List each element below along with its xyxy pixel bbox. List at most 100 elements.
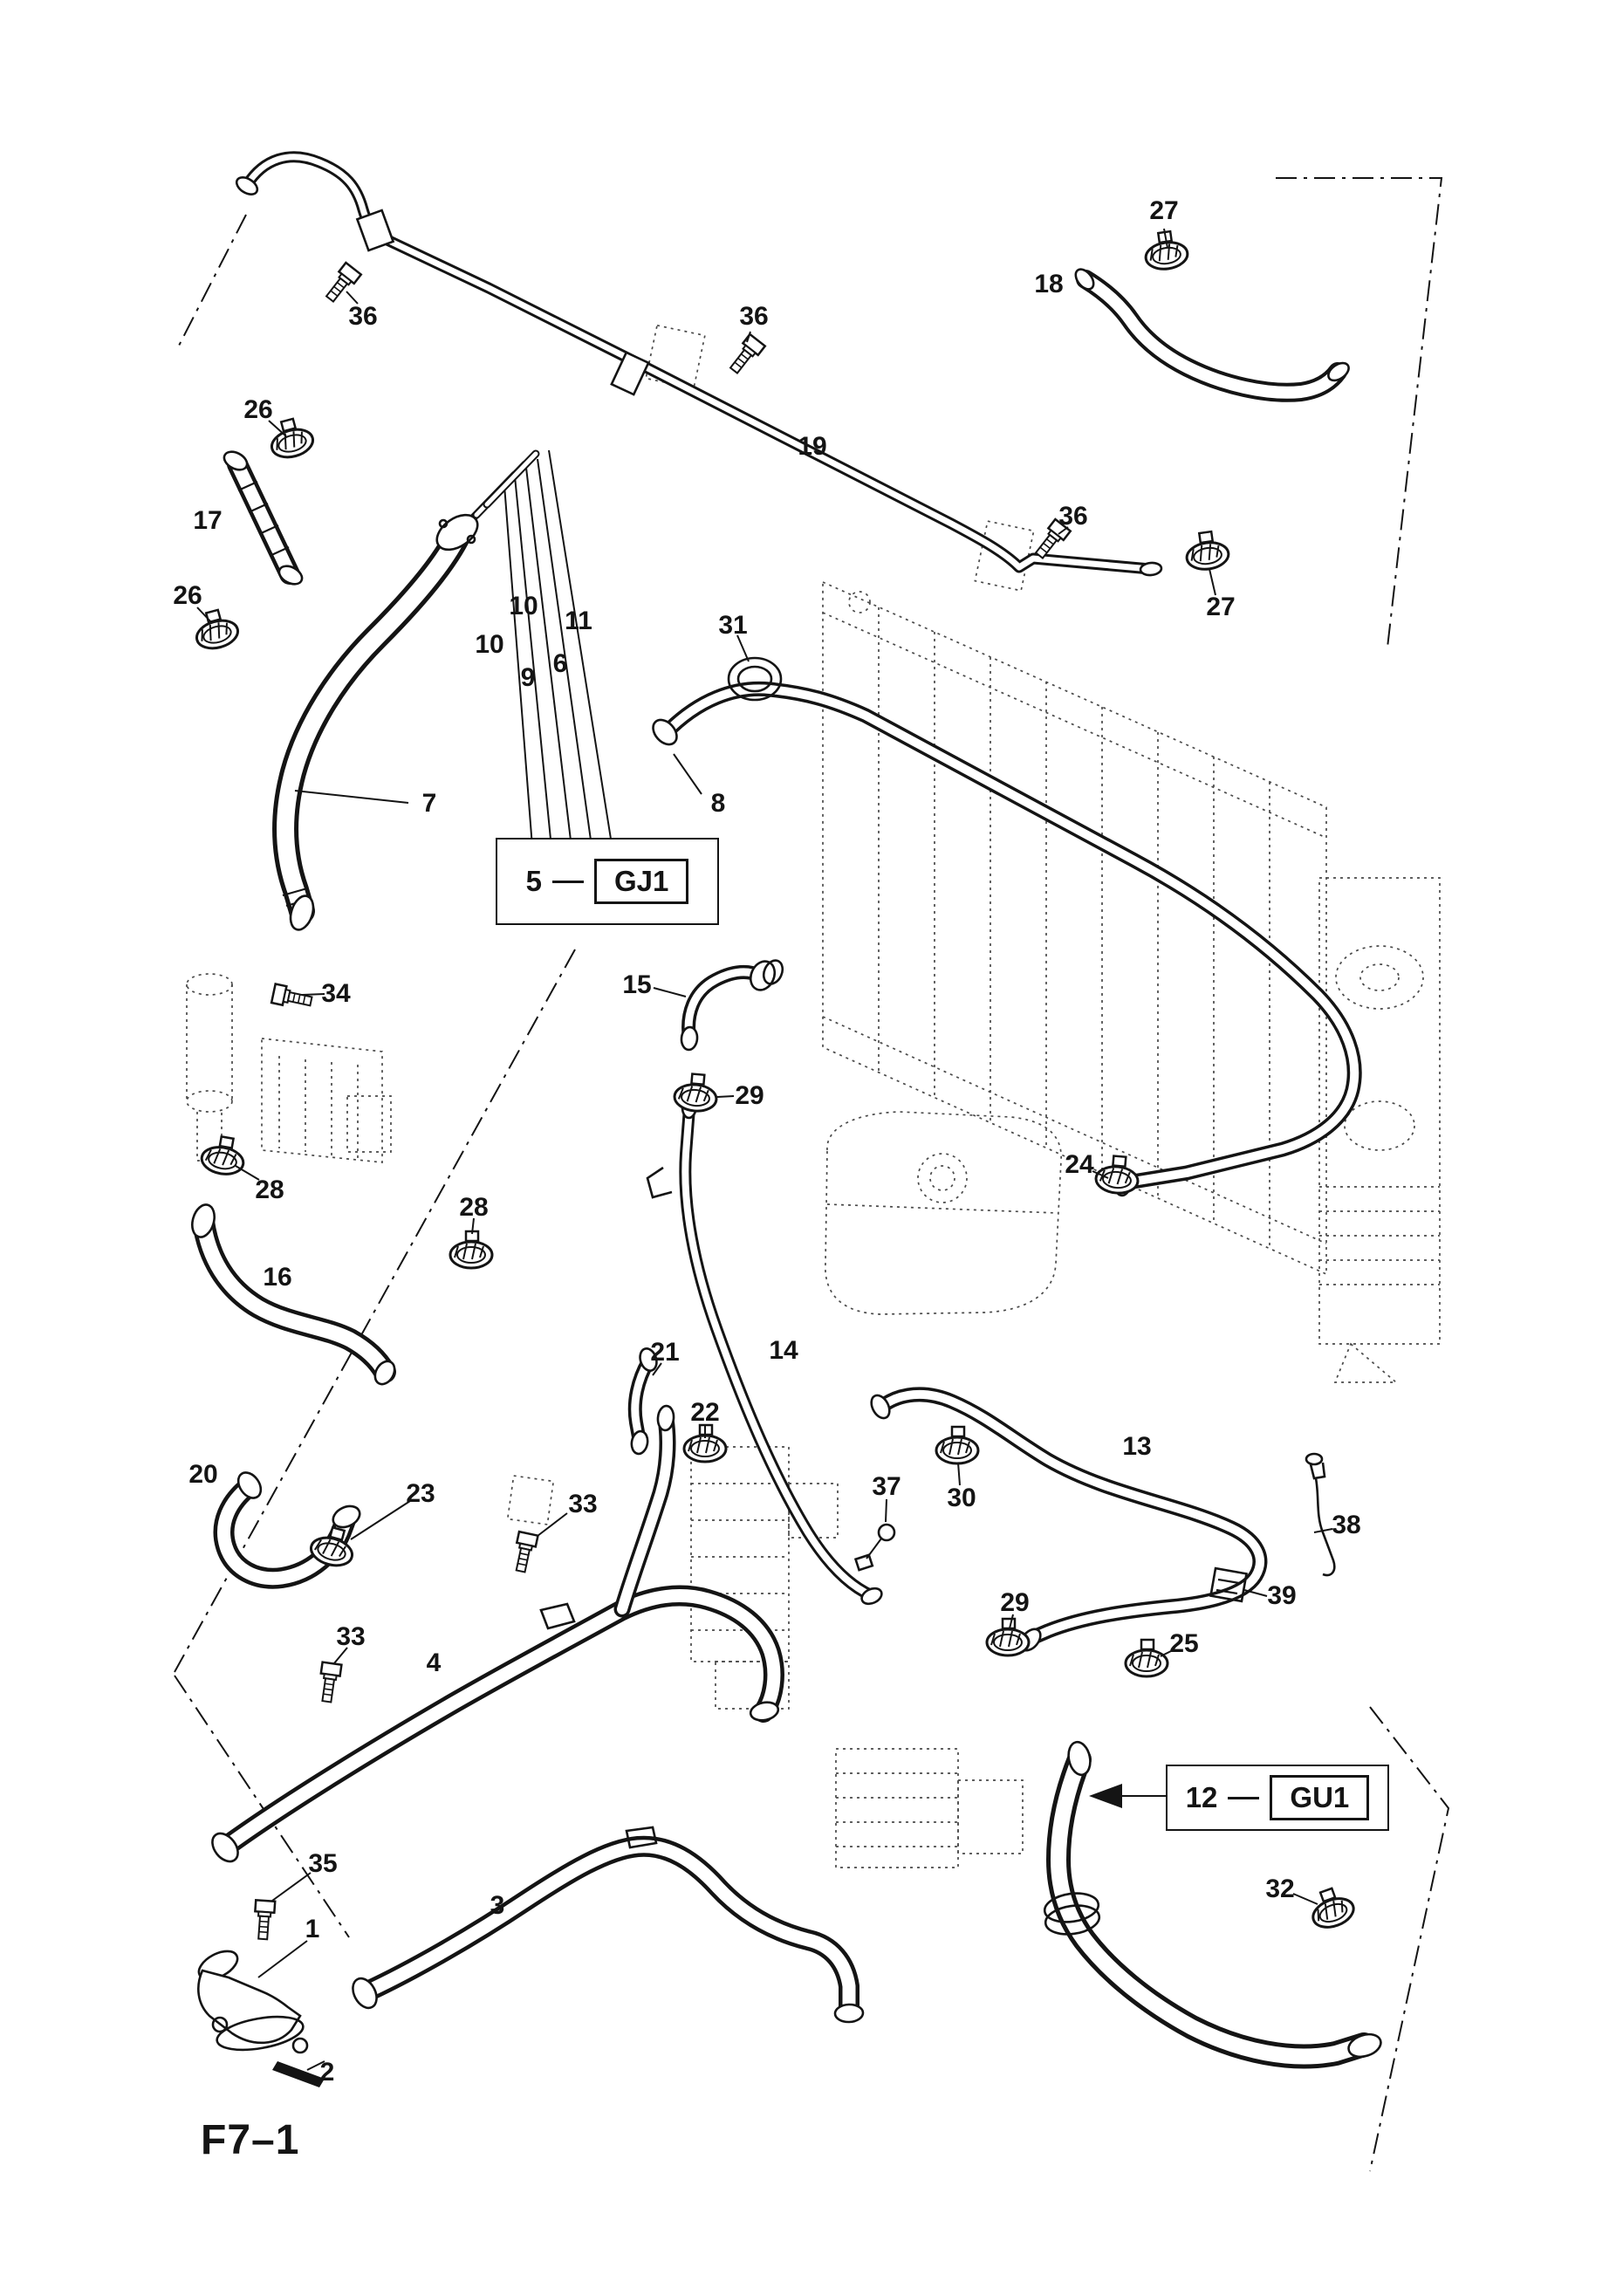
callout-35: 35 [308,1849,338,1878]
callout-27: 27 [1206,593,1236,621]
ref-code-gj1: GJ1 [593,859,689,904]
clamp-25 [1124,1638,1169,1678]
ref-box-gj1: 5 GJ1 [496,838,719,925]
callout-26: 26 [243,395,273,424]
hose-4 [211,1404,779,1863]
figure-label: F7–1 [201,2117,300,2163]
callout-9: 9 [520,663,536,692]
hose-20 [224,1471,361,1579]
callout-28: 28 [459,1193,489,1222]
radiator-phantom [822,580,1327,1276]
bracket-38 [1305,1452,1336,1577]
callout-27: 27 [1149,196,1179,225]
bolt-36-b [725,332,766,378]
callout-29: 29 [1000,1588,1030,1617]
clamp-27-right [1181,528,1232,573]
pump-bracket-phantom [186,973,392,1163]
callout-17: 17 [193,506,223,535]
callout-23: 23 [406,1479,435,1508]
expansion-tank-phantom [825,1111,1062,1315]
hose-21 [630,1347,658,1456]
thermostat-housing-1 [197,1950,309,2054]
branch-fan-lines [503,449,614,870]
callout-20: 20 [188,1460,218,1489]
callout-32: 32 [1265,1874,1295,1903]
leader-lines [196,228,1333,2071]
callout-38: 38 [1332,1511,1361,1539]
zone-boundary-lines [174,177,1450,2172]
clamp-29-lower [985,1617,1031,1657]
gearbox-phantom [835,1748,1024,1868]
bolt-35 [251,1899,277,1941]
callout-19: 19 [798,432,827,461]
pipe-15-elbow [680,959,784,1052]
hose-18 [1074,268,1350,393]
callout-26: 26 [173,581,202,610]
callout-37: 37 [872,1472,901,1501]
callout-13: 13 [1122,1432,1152,1461]
clamp-29-upper [672,1071,720,1114]
hose-17 [223,450,304,586]
bolt-33-a [510,1530,539,1574]
callout-24: 24 [1065,1150,1094,1179]
callout-33: 33 [336,1622,366,1651]
callout-34: 34 [321,979,351,1008]
bolts-layer [251,261,1072,1941]
bolt-36-a [321,261,363,306]
callout-1: 1 [305,1915,320,1943]
callout-15: 15 [622,970,652,999]
callout-4: 4 [426,1648,442,1677]
fan-shroud-phantom [1318,877,1441,1383]
callout-21: 21 [650,1338,680,1367]
small-parts-layer [727,656,1336,1603]
gasket-2 [272,2061,325,2087]
callout-16: 16 [263,1263,292,1292]
clamp-26-lower [189,605,243,655]
callout-18: 18 [1034,270,1064,298]
callout-28: 28 [255,1175,284,1204]
gu1-arrow [1089,1784,1166,1808]
callout-6: 6 [552,649,568,678]
clamp-28-right [449,1230,494,1270]
clip-37 [853,1523,896,1572]
callout-30: 30 [947,1484,976,1512]
hose-13 [870,1392,1259,1652]
callout-36: 36 [348,302,378,331]
callout-7: 7 [421,789,437,818]
callout-14: 14 [769,1336,798,1365]
seal-ring-31 [727,656,783,702]
callout-11: 11 [565,607,592,635]
callout-36: 36 [739,302,769,331]
clip-39 [1209,1566,1249,1603]
callout-39: 39 [1267,1581,1297,1610]
clamp-32 [1304,1881,1359,1934]
callout-2: 2 [319,2058,335,2087]
callout-33: 33 [568,1490,598,1518]
hoses-layer [191,157,1382,2087]
hose-8 [652,689,1354,1197]
clamp-30 [935,1425,980,1465]
hose-16 [191,1203,398,1386]
hose-3 [352,1826,865,2024]
bolt-33-b [316,1661,343,1704]
callout-25: 25 [1169,1629,1199,1658]
ref-box-gu1: 12 GU1 [1166,1765,1389,1831]
callout-29: 29 [735,1081,764,1110]
clamp-26-upper [264,414,318,463]
callout-36: 36 [1058,502,1088,531]
hose-7-upper-radiator [283,454,536,931]
bolt-34 [270,983,314,1012]
callout-10: 10 [475,630,504,659]
ref-dash [551,880,584,883]
ref-code-gu1: GU1 [1270,1775,1370,1820]
ref-dash [1228,1796,1260,1799]
callout-8: 8 [710,789,726,818]
callout-10: 10 [509,592,538,620]
callout-22: 22 [690,1398,720,1427]
hose-19 [235,157,1163,577]
clamp-28-left [198,1132,249,1179]
hose-12-lower-radiator [1043,1740,1382,2060]
callout-31: 31 [718,611,748,640]
